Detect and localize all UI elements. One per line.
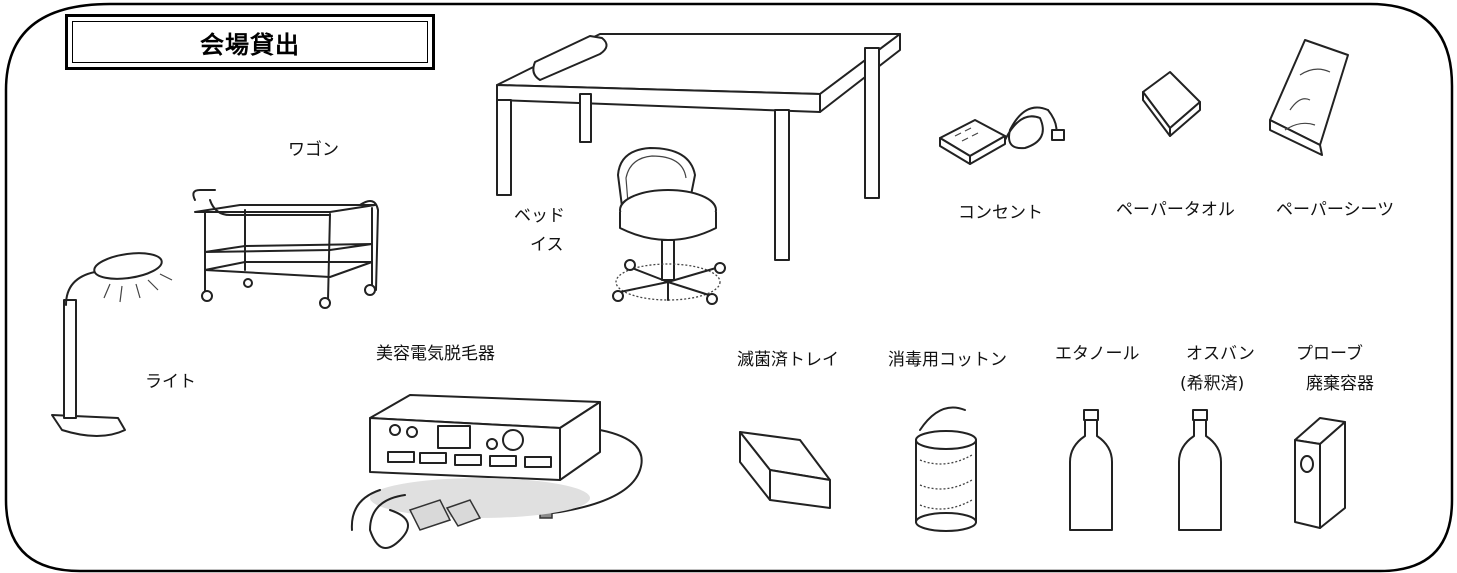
label-paper-sheets: ペーパーシーツ: [1276, 200, 1395, 220]
paper-towel-illustration: [1142, 71, 1201, 137]
wagon-illustration: [192, 189, 379, 309]
label-outlet: コンセント: [958, 203, 1043, 223]
label-light: ライト: [145, 372, 196, 392]
label-probe-disposal-line2: 廃棄容器: [1306, 374, 1374, 394]
rounded-border: [4, 2, 1454, 573]
page-title: 会場貸出: [200, 30, 300, 59]
label-epilator: 美容電気脱毛器: [376, 344, 495, 364]
epilator-illustration: [350, 394, 643, 549]
cotton-can-illustration: [915, 406, 977, 532]
label-paper-towel: ペーパータオル: [1116, 200, 1235, 220]
osuban-bottle-illustration: [1178, 409, 1222, 531]
label-osuban: オスバン: [1186, 344, 1255, 364]
light-illustration: [51, 252, 173, 437]
label-chair: イス: [530, 235, 564, 255]
title-box: 会場貸出: [65, 14, 435, 70]
title-inner-frame: 会場貸出: [72, 21, 428, 63]
bed-illustration: [496, 33, 901, 261]
sterile-tray-illustration: [739, 431, 831, 509]
chair-illustration: [612, 147, 726, 305]
paper-sheets-illustration: [1269, 39, 1349, 156]
label-probe-disposal-line1: プローブ: [1296, 344, 1363, 364]
label-sterile-tray: 滅菌済トレイ: [737, 350, 839, 370]
label-cotton: 消毒用コットン: [888, 350, 1007, 370]
label-wagon: ワゴン: [288, 140, 339, 160]
label-bed: ベッド: [514, 206, 565, 226]
outlet-illustration: [939, 106, 1065, 165]
label-osuban-note: (希釈済): [1180, 374, 1245, 394]
ethanol-bottle-illustration: [1069, 409, 1113, 531]
probe-container-illustration: [1294, 417, 1346, 529]
label-ethanol: エタノール: [1055, 344, 1140, 364]
